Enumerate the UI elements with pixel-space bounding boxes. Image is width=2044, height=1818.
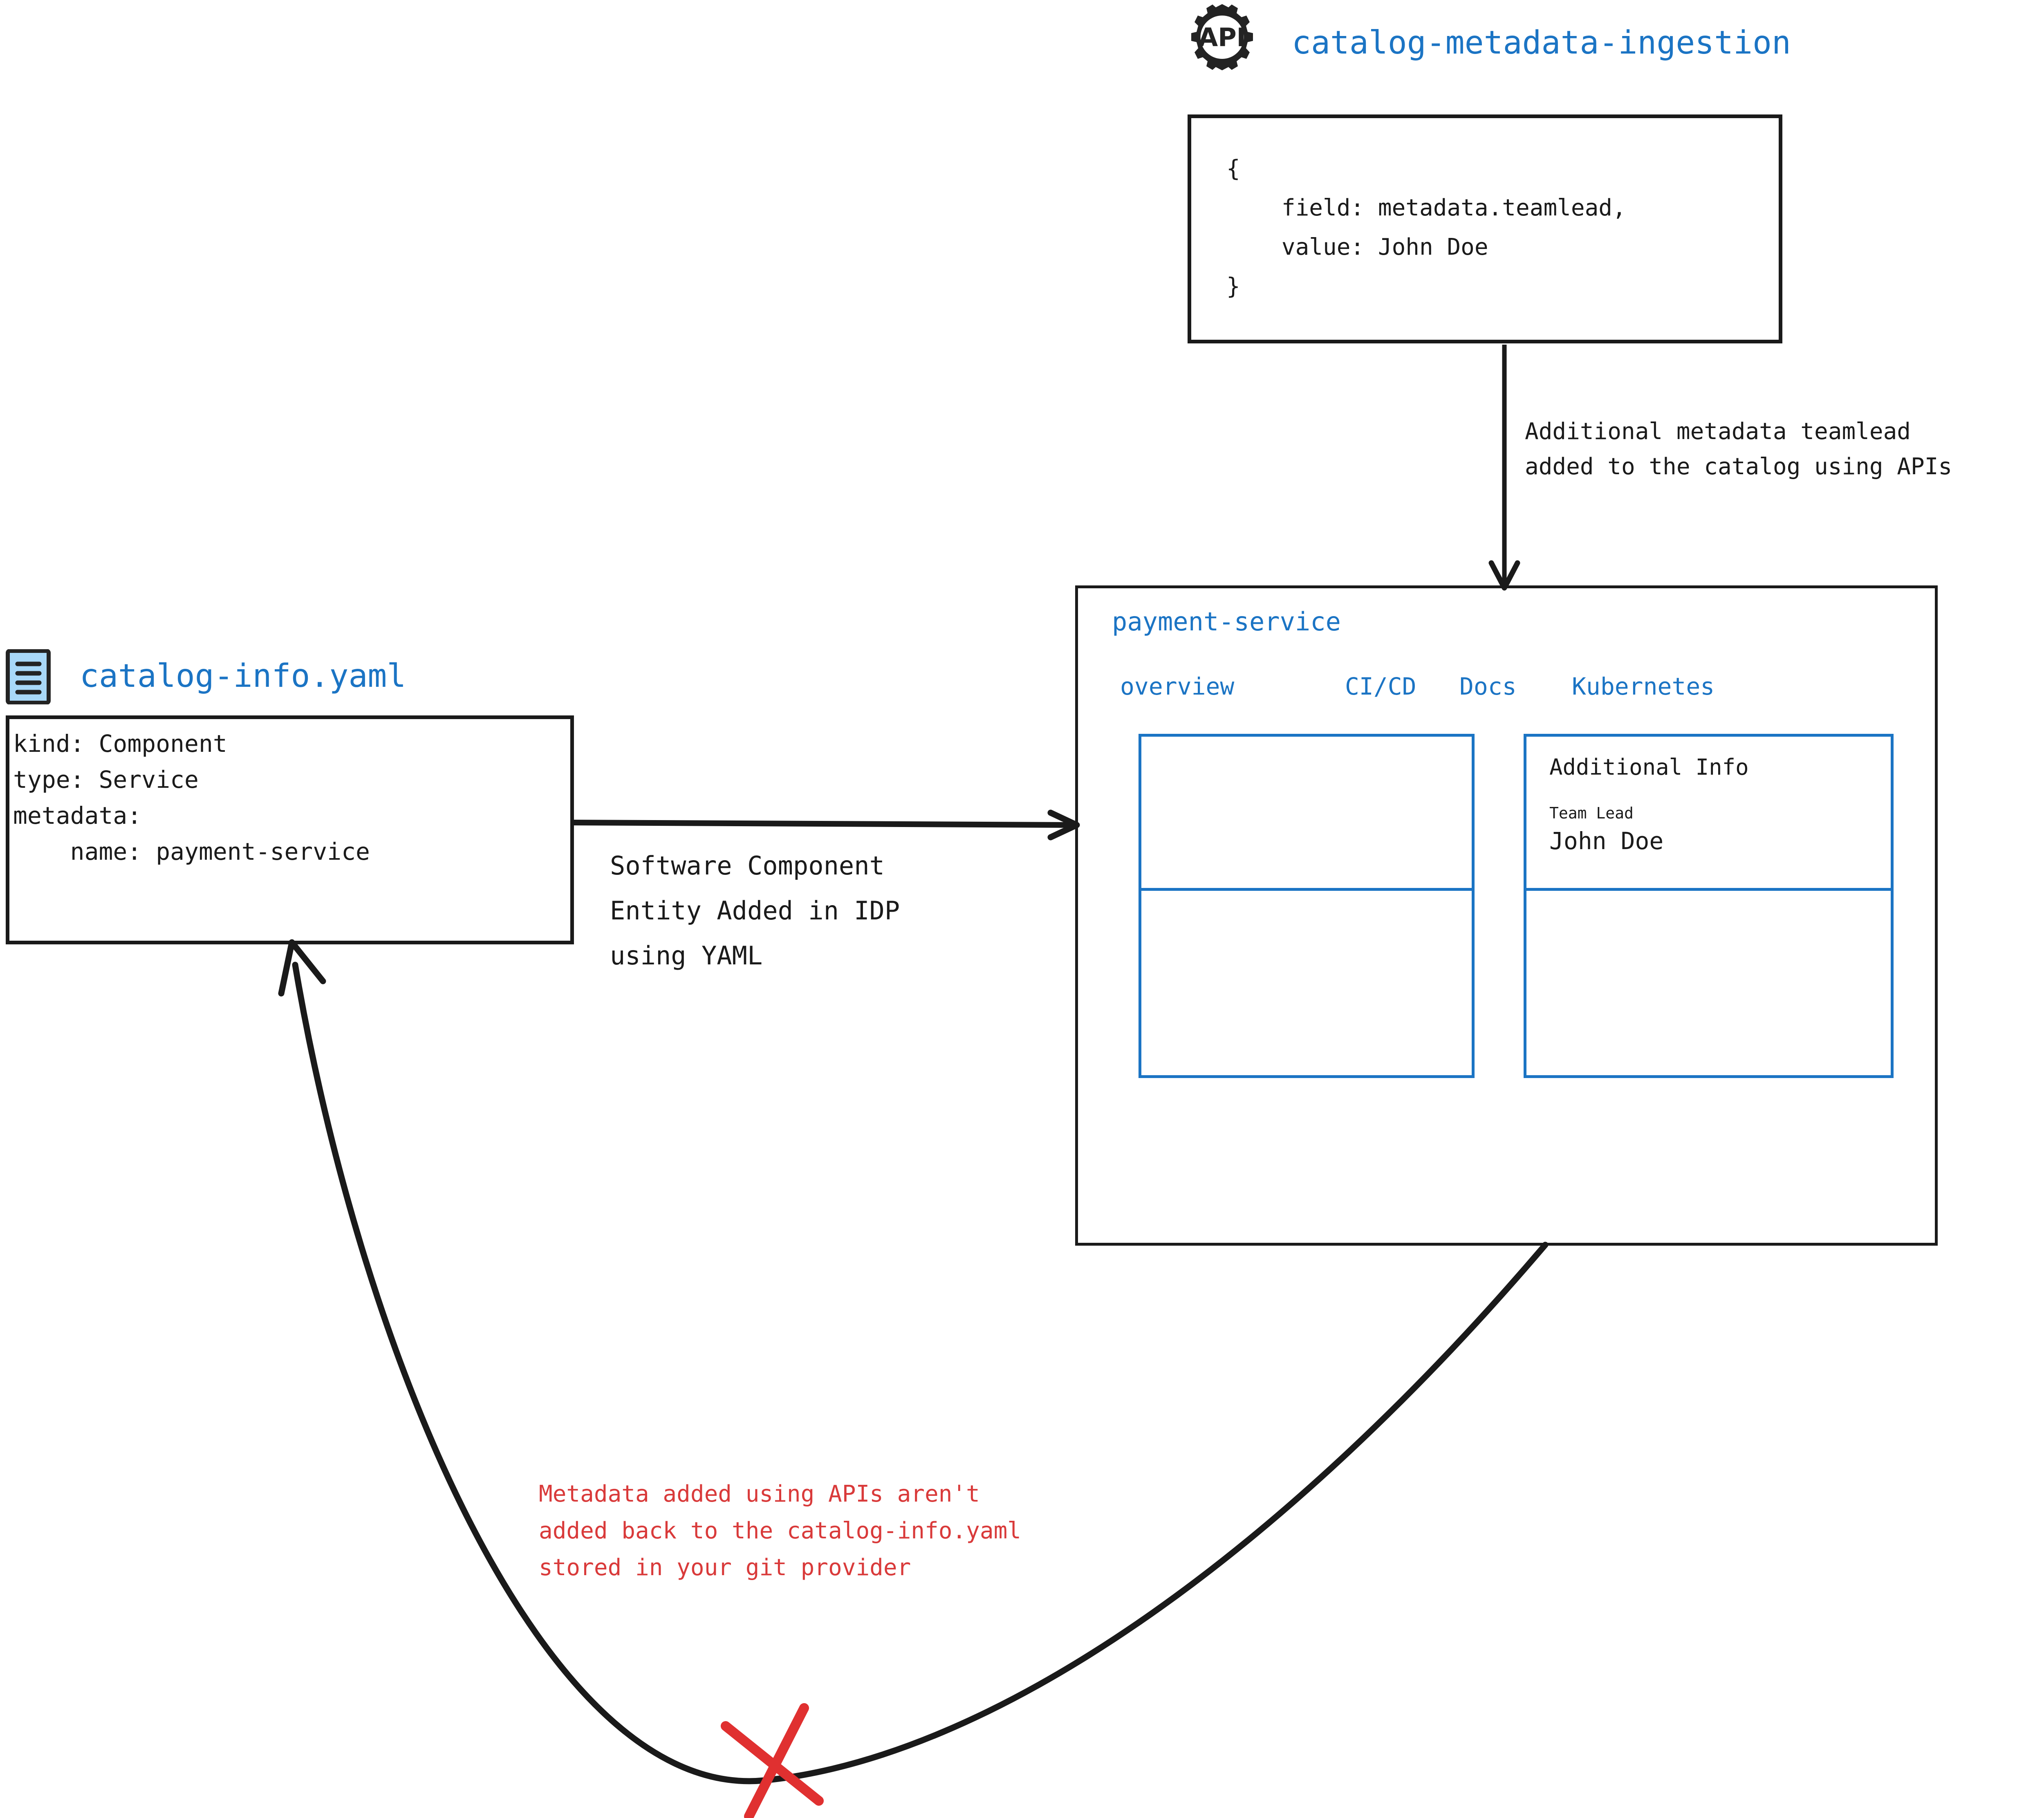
yaml-file-icon [6,649,51,704]
api-arrow-label: Additional metadata teamlead added to th… [1525,418,1952,480]
panel-card-bottom-right [1524,888,1894,1078]
tab-kubernetes[interactable]: Kubernetes [1572,673,1715,700]
tab-overview[interactable]: overview [1120,673,1235,700]
api-gear-icon: API [1184,3,1260,79]
svg-text:API: API [1198,22,1246,52]
warning-text: Metadata added using APIs aren't added b… [539,1481,1022,1581]
team-lead-value: John Doe [1549,827,1664,855]
api-node-title: catalog-metadata-ingestion [1292,25,1791,61]
additional-info-title: Additional Info [1549,754,1749,780]
yaml-content-code: kind: Component type: Service metadata: … [13,730,370,865]
api-payload-code: { field: metadata.teamlead, value: John … [1226,155,1626,300]
page-title: payment-service [1112,607,1341,637]
tab-cicd[interactable]: CI/CD [1345,673,1416,700]
yaml-node-title: catalog-info.yaml [80,658,406,695]
tab-docs[interactable]: Docs [1459,673,1517,700]
yaml-arrow-label: Software Component Entity Added in IDP u… [610,851,900,971]
arrow-api-to-panel [1488,345,1520,591]
red-x-cross-icon [721,1703,824,1818]
api-payload-box [1188,114,1782,343]
team-lead-label: Team Lead [1549,804,1634,822]
arrow-yaml-to-panel [571,809,1080,841]
panel-card-bottom-left [1139,888,1475,1078]
